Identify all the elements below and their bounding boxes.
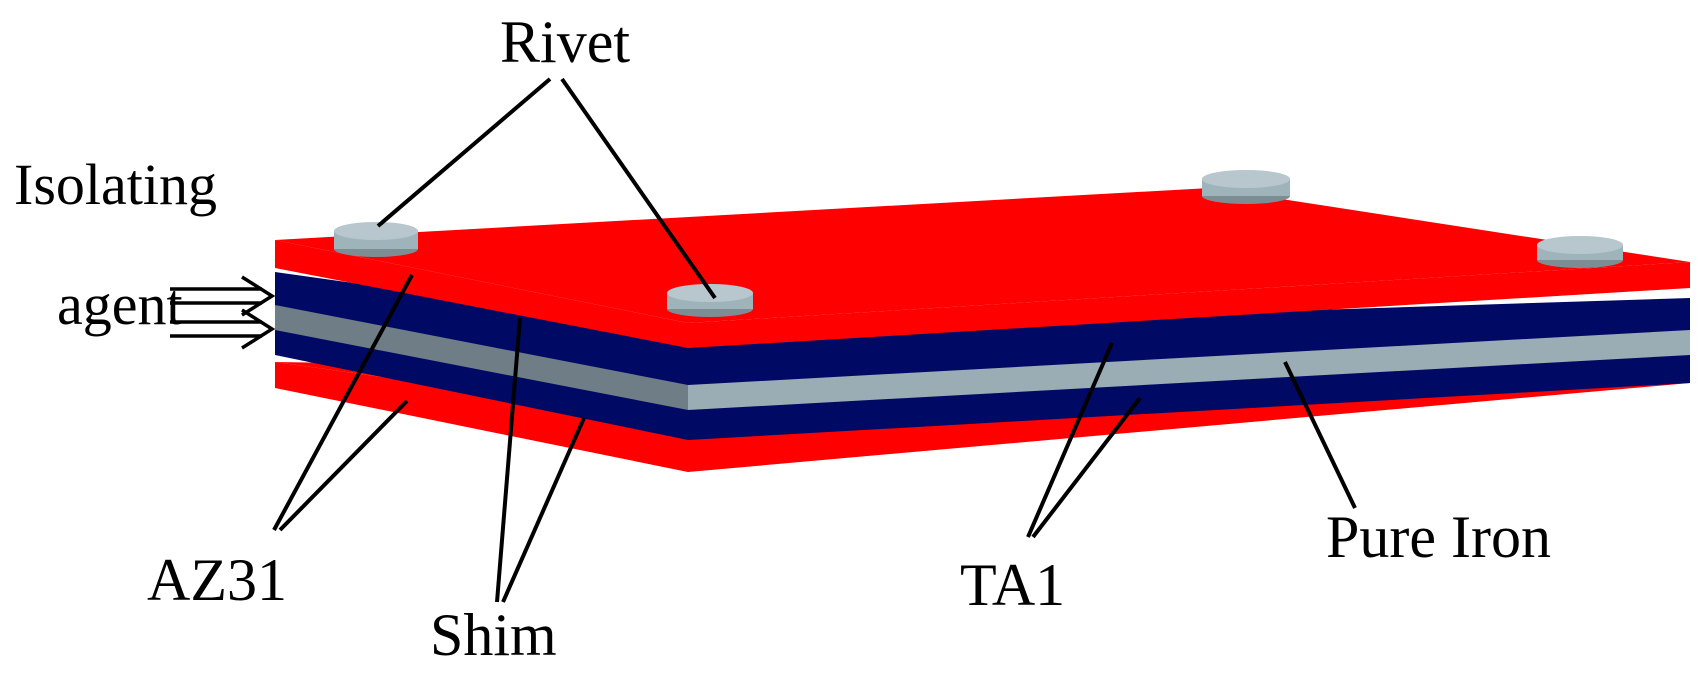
pure-iron-leader <box>1283 361 1357 509</box>
ta1-label: TA1 <box>960 552 1065 618</box>
rivet-head <box>1202 170 1290 204</box>
pure-iron-plate <box>275 300 1690 410</box>
top-az31-top-face <box>275 188 1690 323</box>
ta1-leader-top <box>1026 342 1114 538</box>
lower-ta1-plate <box>275 326 1690 440</box>
rivet-leader-left <box>376 77 552 228</box>
isolating-agent-label-line2: agent <box>57 272 183 337</box>
az31-leader-top <box>272 274 414 531</box>
upper-ta1-plate <box>275 272 1690 385</box>
ta1-leader-bottom <box>1031 396 1142 539</box>
lower-ta1-left-face <box>275 326 688 440</box>
leader-lines <box>272 77 1357 603</box>
isolating-agent-arrows <box>170 275 276 350</box>
labels: Rivet Isolating agent AZ31 Shim TA1 Pure… <box>14 9 1551 668</box>
upper-ta1-front-face <box>688 298 1690 385</box>
rivet-head <box>1537 236 1623 268</box>
upper-ta1-left-face <box>275 272 688 385</box>
isolating-agent-label-line1: Isolating <box>14 152 217 217</box>
az31-label: AZ31 <box>147 547 287 613</box>
bottom-az31-left-face <box>275 362 688 472</box>
rivet-leader-right <box>560 77 717 300</box>
shim-leader-bottom <box>501 417 586 603</box>
arrow-icon <box>170 308 276 350</box>
arrow-icon <box>170 275 276 317</box>
rivet-heads <box>334 170 1623 317</box>
rivet-label: Rivet <box>500 9 630 75</box>
rivet-head <box>667 284 753 317</box>
pure-iron-label: Pure Iron <box>1326 504 1551 570</box>
pure-iron-left-face <box>275 300 688 410</box>
lower-ta1-front-face <box>688 352 1690 440</box>
shim-label: Shim <box>430 602 557 668</box>
az31-leader-bottom <box>278 399 409 532</box>
shim-leader-top <box>495 317 522 603</box>
rivet-head <box>334 222 418 257</box>
pure-iron-front-face <box>688 324 1690 410</box>
top-az31-front-face <box>688 262 1690 348</box>
top-az31-left-face <box>275 240 688 348</box>
top-az31-plate <box>275 188 1690 348</box>
